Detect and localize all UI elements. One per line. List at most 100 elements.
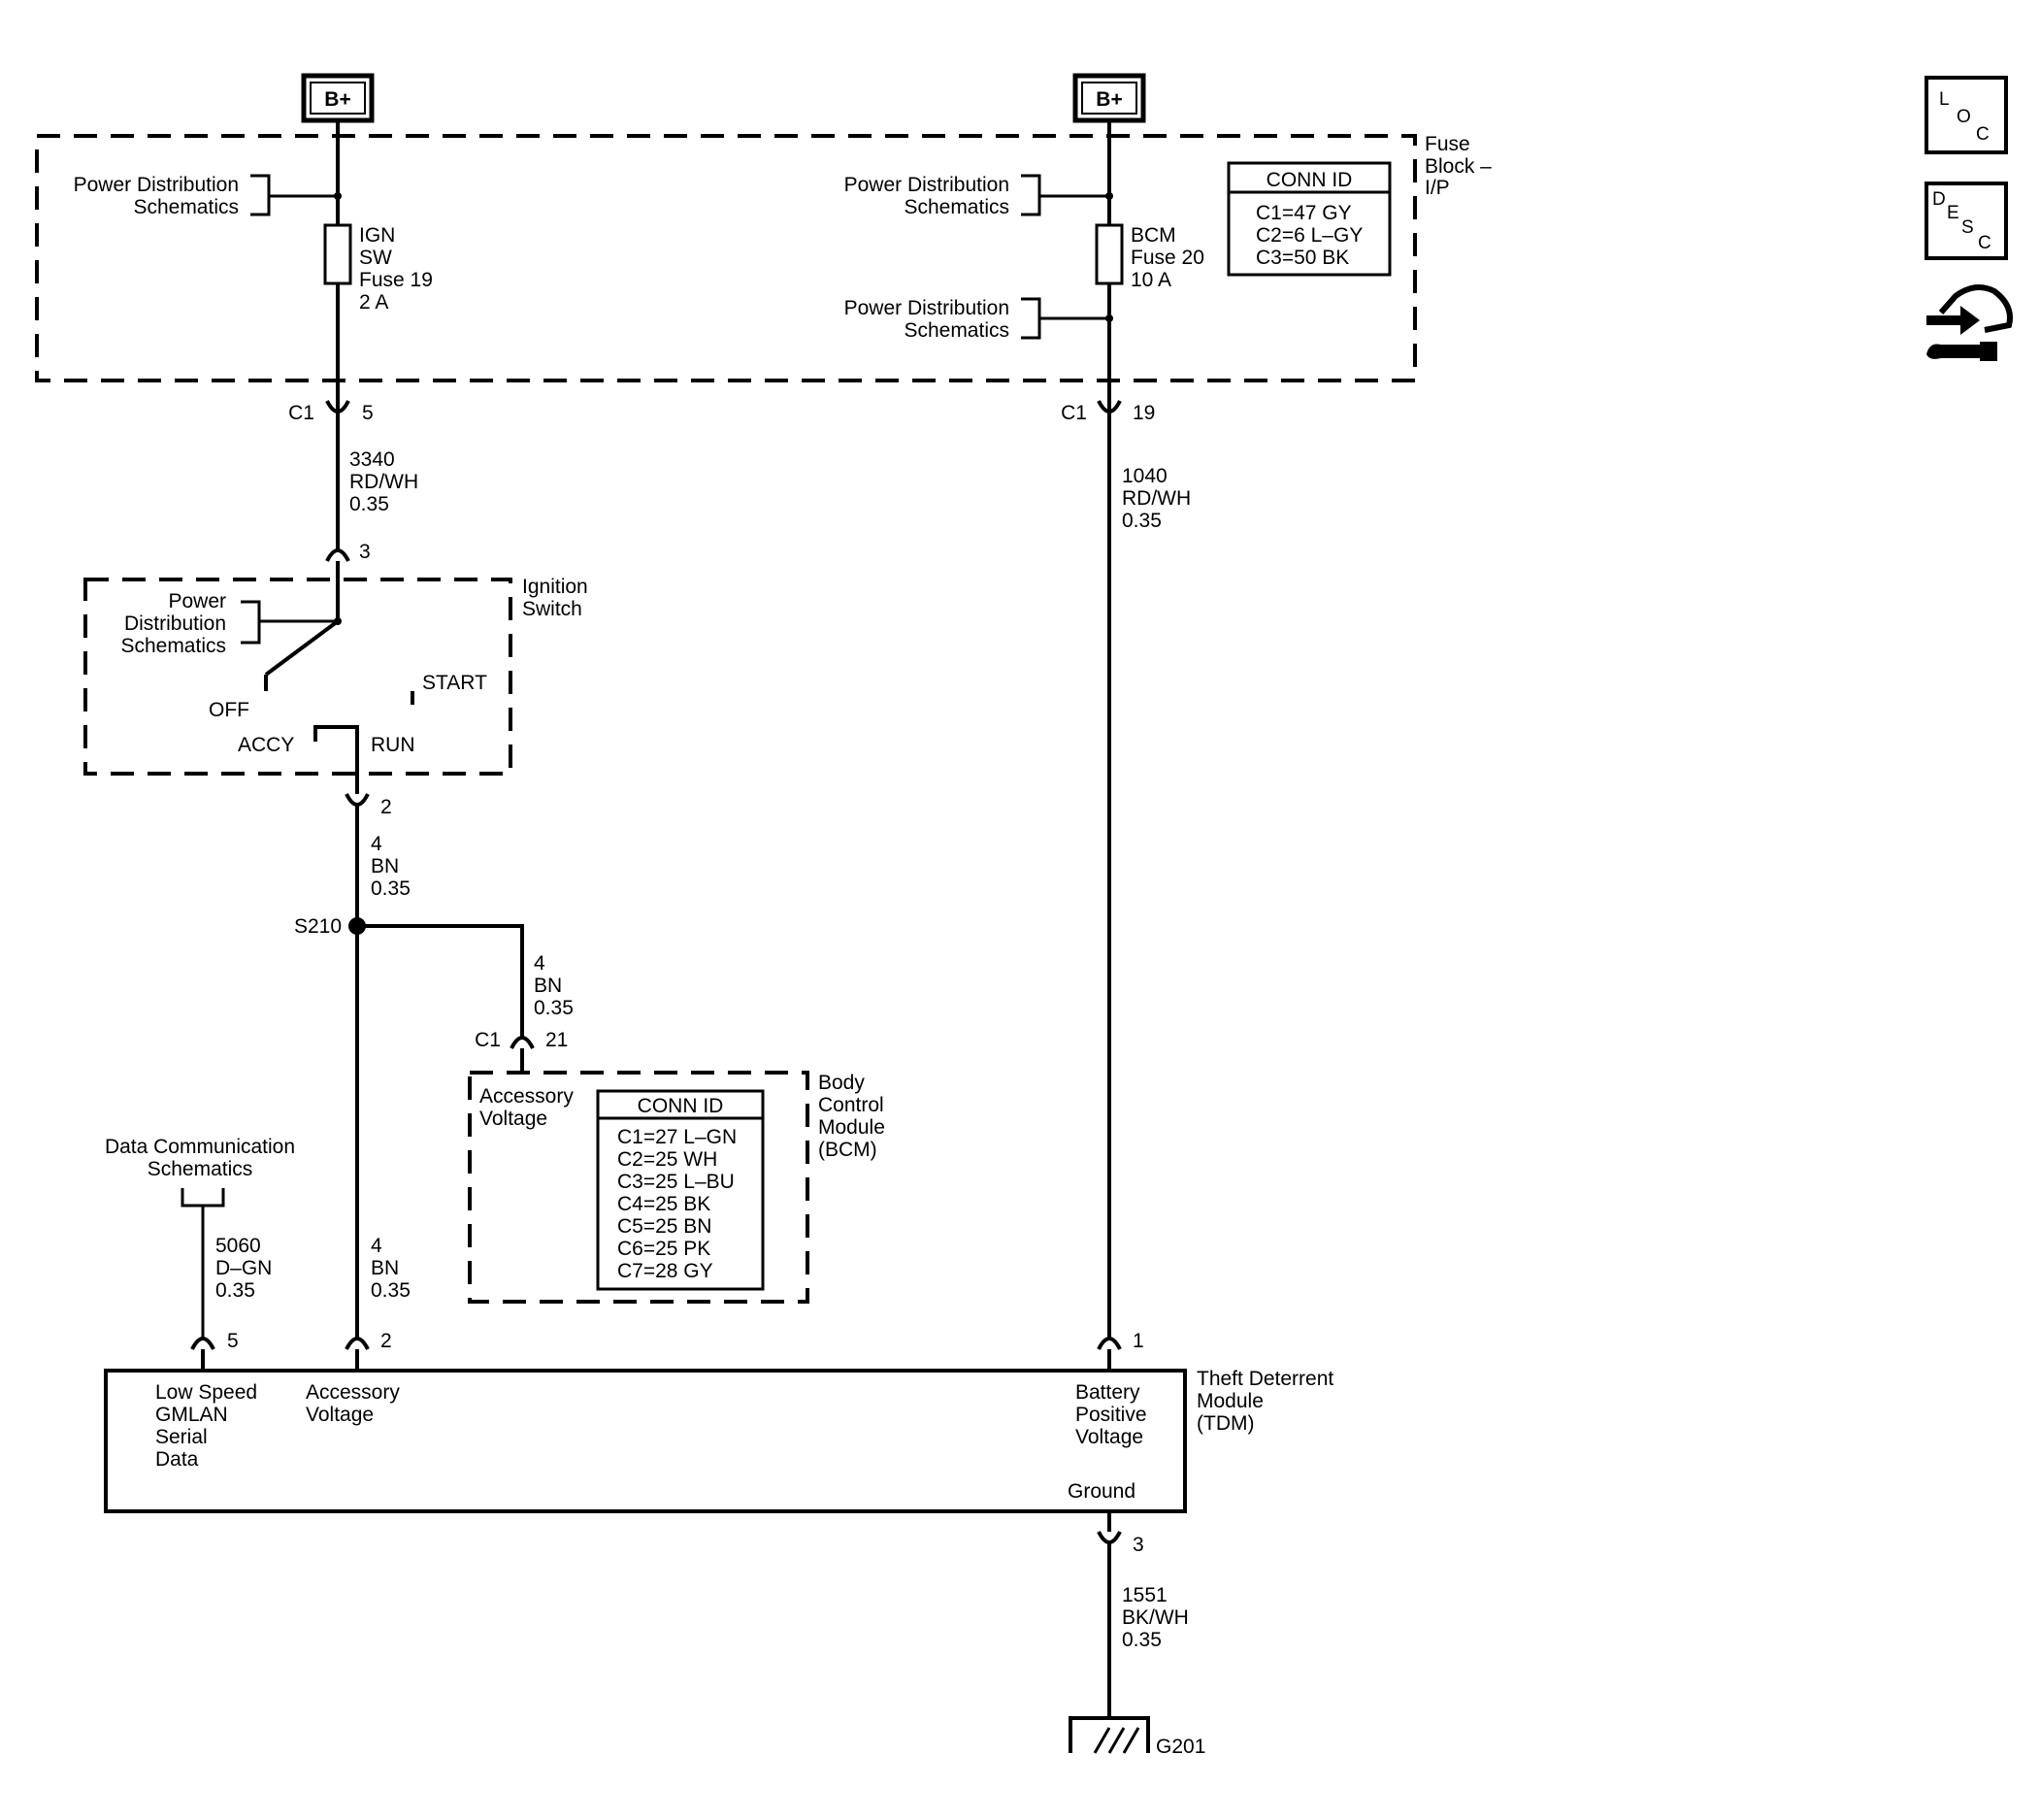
loc-button[interactable]: L O C: [1925, 76, 2008, 154]
tdm-label-line: (TDM): [1197, 1412, 1254, 1435]
fuse-block-label-line: Fuse: [1425, 133, 1470, 155]
wire-label-line: 3340: [349, 448, 395, 471]
bcm-label-line: Module: [818, 1116, 885, 1139]
tdm-acc-voltage-label: Accessory Voltage: [306, 1381, 400, 1426]
data-comm-bracket: [181, 1188, 225, 1338]
connector-ign-out: [345, 793, 370, 807]
conn-id-row: C6=25 PK: [617, 1238, 710, 1260]
ignition-switch-label: Ignition Switch: [522, 576, 588, 620]
connector-pin: 3: [1133, 1534, 1144, 1556]
tdm-module: [104, 1369, 1187, 1513]
wire-1551-label: 1551 BK/WH 0.35: [1122, 1584, 1189, 1651]
wire-label-line: 1551: [1122, 1584, 1168, 1606]
conn-id-title: CONN ID: [638, 1095, 724, 1117]
bcm-acc-voltage-label: Accessory Voltage: [479, 1085, 574, 1130]
switch-start-label: START: [422, 672, 487, 694]
switch-accy-label: ACCY: [238, 734, 294, 756]
ignition-switch-outline: [83, 578, 512, 776]
connector-tdm-1: [1097, 1337, 1122, 1350]
conn-id-row: C2=25 WH: [617, 1148, 717, 1171]
bcm-label: Body Control Module (BCM): [818, 1072, 885, 1161]
desc-letter: E: [1947, 203, 1959, 223]
ign-pds-line: Distribution: [124, 612, 226, 635]
bcm-label-line: (BCM): [818, 1139, 877, 1161]
fuse-block-label-line: I/P: [1425, 177, 1450, 199]
desc-letter: D: [1932, 189, 1946, 210]
bcm-label-line: Body: [818, 1072, 865, 1094]
fuse-bcm-label-line: BCM: [1131, 224, 1176, 247]
data-comm-line: Schematics: [148, 1158, 253, 1180]
fuse-block-conn-id: CONN ID C1=47 GY C2=6 L–GY C3=50 BK: [1227, 161, 1392, 277]
pds-bracket-right-1: [1021, 174, 1109, 216]
switch-run-label: RUN: [371, 734, 415, 756]
conn-id-row: C1=27 L–GN: [617, 1126, 737, 1148]
fuse-ign-sw: [323, 223, 352, 285]
pds-right-1-line: Schematics: [904, 196, 1009, 218]
wire-label-line: BK/WH: [1122, 1606, 1189, 1629]
wire-label-line: 0.35: [349, 493, 389, 515]
bcm-label-line: Control: [818, 1094, 884, 1116]
wire-label-line: BN: [534, 975, 562, 997]
switch-contact-accy-run: [313, 725, 359, 777]
data-comm-label: Data Communication Schematics: [105, 1136, 295, 1180]
fuse-bcm-label: BCM Fuse 20 10 A: [1131, 224, 1204, 291]
conn-id-row: C3=50 BK: [1256, 247, 1349, 269]
repair-icon[interactable]: [1926, 284, 2013, 361]
ign-pds-line: Schematics: [120, 635, 226, 657]
loc-letter: C: [1976, 124, 1990, 145]
pds-right-2-label: Power Distribution Schematics: [844, 297, 1009, 342]
data-comm-line: Data Communication: [105, 1136, 295, 1158]
ignition-switch-label-line: Ignition: [522, 576, 588, 598]
conn-id-row: C3=25 L–BU: [617, 1171, 735, 1193]
conn-id-row: C7=28 GY: [617, 1260, 713, 1282]
wire-label-line: 4: [371, 1235, 382, 1257]
pds-right-1-label: Power Distribution Schematics: [844, 174, 1009, 218]
pds-left-line: Schematics: [133, 196, 239, 218]
fuse-bcm-label-line: 10 A: [1131, 269, 1171, 291]
tdm-pin-label-line: Low Speed: [155, 1381, 257, 1404]
tdm-low-speed-label: Low Speed GMLAN Serial Data: [155, 1381, 257, 1471]
tdm-pin-label-line: Positive: [1075, 1404, 1147, 1426]
wire-label-line: 0.35: [371, 1279, 411, 1302]
wire-4b-label: 4 BN 0.35: [534, 952, 574, 1019]
connector-bcm-c1: [510, 1036, 535, 1049]
wire-3340-label: 3340 RD/WH 0.35: [349, 448, 418, 515]
conn-id-title: CONN ID: [1267, 169, 1353, 191]
wire-label-line: D–GN: [215, 1257, 272, 1279]
switch-off-label: OFF: [209, 699, 249, 721]
b-plus-right-label: B+: [1096, 88, 1122, 111]
tdm-ground-label: Ground: [1068, 1480, 1135, 1503]
fuse-ign-label-line: Fuse 19: [359, 269, 433, 291]
desc-button[interactable]: D E S C: [1925, 182, 2008, 260]
loc-letter: O: [1957, 107, 1971, 127]
tdm-bat-pos-label: Battery Positive Voltage: [1075, 1381, 1147, 1448]
tdm-pin-label-line: Battery: [1075, 1381, 1140, 1404]
ignition-switch-label-line: Switch: [522, 598, 582, 620]
pds-bracket-right-2: [1021, 297, 1109, 340]
wire-label-line: 0.35: [215, 1279, 255, 1302]
wire-label-line: 4: [534, 952, 545, 975]
connector-pin: 3: [359, 541, 371, 563]
connector-tdm-3: [1097, 1531, 1122, 1544]
connector-pin: 2: [380, 1330, 392, 1352]
connector-pin: 5: [227, 1330, 239, 1352]
bcm-conn-id: CONN ID C1=27 L–GN C2=25 WH C3=25 L–BU C…: [596, 1089, 765, 1291]
desc-letter: S: [1961, 217, 1974, 238]
fuse-ign-label-line: 2 A: [359, 291, 388, 314]
conn-id-row: C5=25 BN: [617, 1215, 711, 1238]
fuse-ign-label-line: SW: [359, 247, 392, 269]
wire-label-line: 1040: [1122, 465, 1168, 487]
connector-pin: 5: [362, 402, 374, 424]
connector-pin: 2: [380, 796, 392, 818]
connector-tdm-2: [345, 1337, 370, 1350]
fuse-bcm: [1095, 223, 1124, 285]
conn-id-row: C2=6 L–GY: [1256, 224, 1363, 247]
tdm-label-line: Module: [1197, 1390, 1264, 1412]
wire-label-line: 0.35: [534, 997, 574, 1019]
fuse-ign-label-line: IGN: [359, 224, 395, 247]
ign-pds-label: Power Distribution Schematics: [120, 590, 226, 657]
tdm-pin-label-line: GMLAN: [155, 1404, 228, 1426]
wire-label-line: 4: [371, 833, 382, 855]
wire-label-line: BN: [371, 1257, 399, 1279]
connector-c1-right: [1097, 400, 1122, 414]
